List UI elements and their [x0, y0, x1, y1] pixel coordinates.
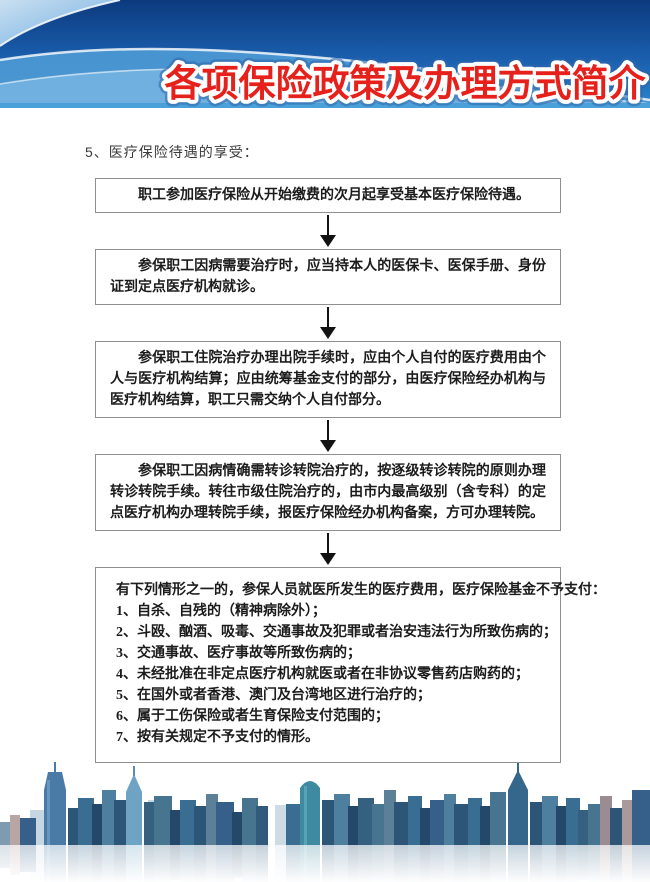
banner: 各项保险政策及办理方式简介 各项保险政策及办理方式简介	[0, 0, 650, 108]
city-skyline-reflection	[0, 845, 650, 882]
exclusions-item: 2、斗殴、酗酒、吸毒、交通事故及犯罪或者治安违法行为所致伤病的；	[116, 625, 557, 640]
exclusions-item: 7、按有关规定不予支付的情形。	[116, 730, 319, 745]
banner-title: 各项保险政策及办理方式简介	[165, 63, 647, 104]
flow-step-1: 职工参加医疗保险从开始缴费的次月起享受基本医疗保险待遇。	[95, 178, 561, 213]
exclusions-item: 3、交通事故、医疗事故等所致伤病的；	[116, 646, 361, 661]
exclusions-item: 1、自杀、自残的（精神病除外）；	[116, 604, 326, 619]
flow-exclusions-box: 有下列情形之一的，参保人员就医所发生的医疗费用，医疗保险基金不予支付： 1、自杀…	[95, 567, 606, 763]
flow-step-1-text: 职工参加医疗保险从开始缴费的次月起享受基本医疗保险待遇。	[138, 188, 530, 203]
flow-step-4-text: 参保职工因病情确需转诊转院治疗的，按逐级转诊转院的原则办理转诊转院手续。转往市级…	[110, 464, 546, 521]
flowchart-section: 5、医疗保险待遇的享受： 职工参加医疗保险从开始缴费的次月起享受基本医疗保险待遇…	[0, 108, 650, 763]
exclusions-item: 4、未经批准在非定点医疗机构就医或者在非协议零售药店购药的；	[116, 667, 529, 682]
exclusions-item: 5、在国外或者香港、澳门及台湾地区进行治疗的；	[116, 688, 431, 703]
down-arrow-icon	[320, 307, 336, 339]
reflection-fade	[0, 845, 650, 882]
flow-step-2-text: 参保职工因病需要治疗时，应当持本人的医保卡、医保手册、身份证到定点医疗机构就诊。	[110, 259, 546, 295]
city-skyline	[0, 760, 650, 845]
flowchart: 职工参加医疗保险从开始缴费的次月起享受基本医疗保险待遇。 参保职工因病需要治疗时…	[95, 178, 606, 763]
down-arrow-icon	[320, 215, 336, 247]
flow-step-3: 参保职工住院治疗办理出院手续时，应由个人自付的医疗费用由个人与医疗机构结算；应由…	[95, 341, 561, 418]
exclusions-intro: 有下列情形之一的，参保人员就医所发生的医疗费用，医疗保险基金不予支付：	[116, 583, 606, 598]
flow-step-3-text: 参保职工住院治疗办理出院手续时，应由个人自付的医疗费用由个人与医疗机构结算；应由…	[110, 351, 546, 408]
section-heading: 5、医疗保险待遇的享受：	[85, 144, 259, 160]
city-skyline-svg	[0, 762, 650, 845]
flow-step-2: 参保职工因病需要治疗时，应当持本人的医保卡、医保手册、身份证到定点医疗机构就诊。	[95, 249, 561, 305]
down-arrow-icon	[320, 533, 336, 565]
banner-background: 各项保险政策及办理方式简介 各项保险政策及办理方式简介	[0, 0, 650, 108]
down-arrow-icon	[320, 420, 336, 452]
exclusions-item: 6、属于工伤保险或者生育保险支付范围的；	[116, 709, 389, 724]
flow-step-4: 参保职工因病情确需转诊转院治疗的，按逐级转诊转院的原则办理转诊转院手续。转往市级…	[95, 454, 561, 531]
banner-title-outline: 各项保险政策及办理方式简介	[165, 63, 647, 104]
